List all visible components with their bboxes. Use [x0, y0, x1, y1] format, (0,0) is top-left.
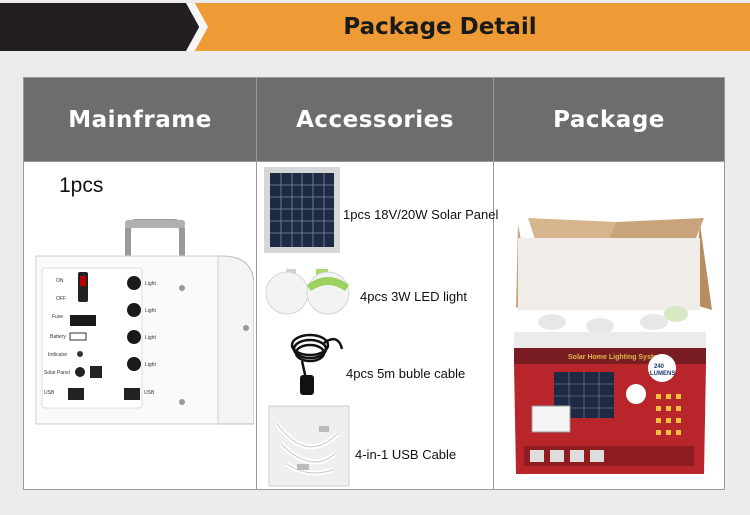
label-light-2: Light — [145, 308, 156, 314]
header-accessories: Accessories — [257, 78, 493, 161]
accessory-led-light-label: 4pcs 3W LED light — [360, 289, 467, 304]
accessory-usb-cable-label: 4-in-1 USB Cable — [355, 447, 457, 462]
label-light-4: Light — [145, 362, 156, 368]
box-title: Solar Home Lighting System — [568, 354, 663, 361]
label-battery: Battery — [50, 334, 66, 340]
box-lumens-value: 240 — [654, 364, 665, 370]
label-fuse: Fuse — [52, 314, 63, 320]
package-table: Mainframe Accessories Package 1pcs ON OF… — [23, 77, 725, 490]
label-indicator: Indicator — [48, 352, 68, 358]
label-solar-panel: Solar Panel — [44, 370, 70, 376]
label-off: OFF — [56, 296, 66, 302]
label-light-3: Light — [145, 335, 156, 341]
header-mainframe: Mainframe — [24, 78, 256, 161]
accessory-solar-panel-label: 1pcs 18V/20W Solar Panel — [343, 207, 499, 222]
label-light-1: Light — [145, 281, 156, 287]
package-box-image: Solar Home Lighting System 240 LUMENS — [514, 218, 712, 474]
bulb-cable-icon — [290, 333, 344, 395]
banner-title: Package Detail — [343, 14, 537, 40]
solar-panel-icon — [264, 167, 340, 253]
header-divider — [24, 161, 724, 162]
banner-dark-block — [0, 3, 200, 51]
mainframe-quantity: 1pcs — [59, 174, 104, 197]
column-divider — [493, 78, 494, 489]
label-on: ON — [56, 278, 64, 284]
led-bulb-icon — [265, 269, 350, 315]
mainframe-unit-image: ON OFF Fuse Battery Indicator Solar Pane… — [35, 219, 254, 425]
usb-cable-icon — [268, 405, 350, 487]
column-divider — [256, 78, 257, 489]
header-package: Package — [494, 78, 724, 161]
label-usb-left: USB — [44, 390, 55, 396]
banner: Package Detail — [0, 0, 750, 55]
banner-orange-block — [186, 3, 750, 51]
box-lumens-unit: LUMENS — [650, 371, 675, 377]
label-usb-right: USB — [144, 390, 155, 396]
accessory-bulb-cable-label: 4pcs 5m buble cable — [346, 366, 466, 381]
